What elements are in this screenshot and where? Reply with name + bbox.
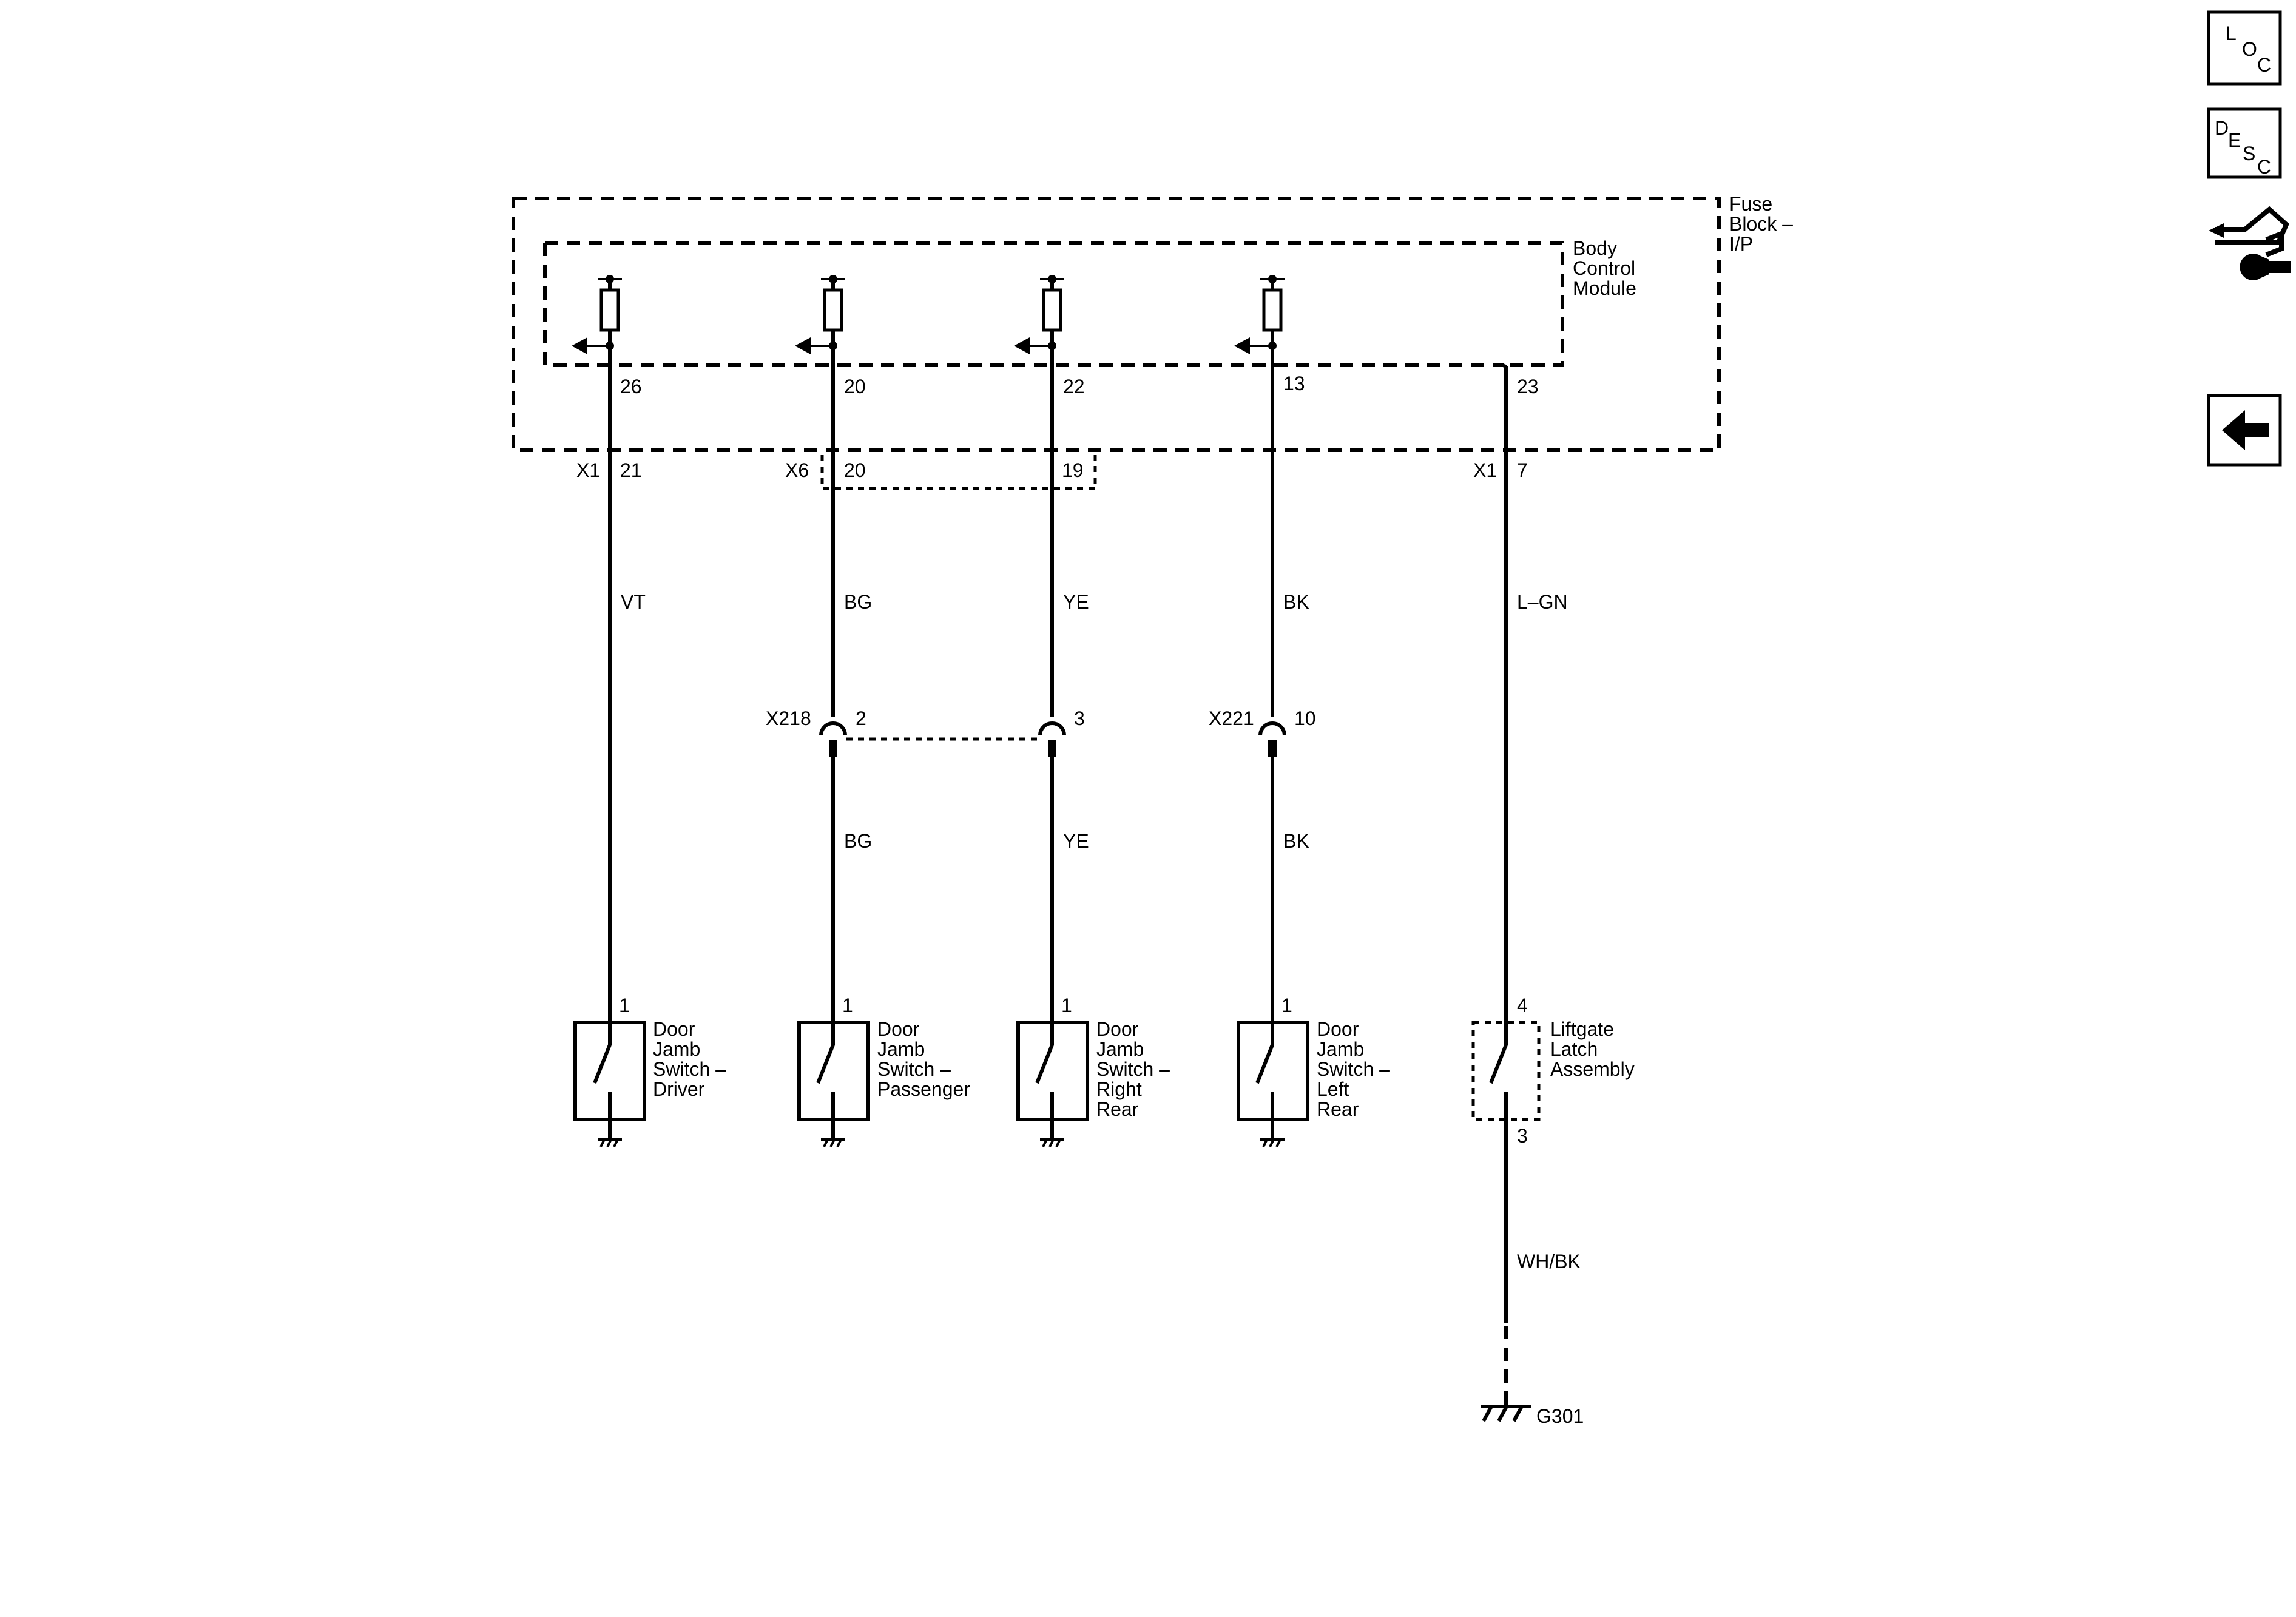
- desc-letter-e: E: [2228, 129, 2241, 151]
- loc-letter-l: L: [2226, 22, 2237, 44]
- liftgate-pin-top: 4: [1517, 994, 1528, 1016]
- conn-pin-passenger: 20: [844, 459, 866, 481]
- conn-name-liftgate: X1: [1473, 459, 1497, 481]
- loc-letter-o: O: [2242, 38, 2257, 60]
- liftgate-latch-switch: [1471, 1021, 1541, 1121]
- inline-name-passenger: X218: [766, 707, 811, 729]
- conn-name-passenger: X6: [785, 459, 809, 481]
- conn-pin-driver: 21: [620, 459, 642, 481]
- loc-letter-c: C: [2257, 54, 2271, 76]
- ground-name: G301: [1536, 1405, 1584, 1427]
- desc-letter-s: S: [2243, 143, 2255, 164]
- switch-pin-passenger: 1: [842, 994, 853, 1016]
- fuse-block-boundary: [512, 197, 1721, 452]
- inline-name-left-rear: X221: [1209, 707, 1254, 729]
- inline-pin-right-rear: 3: [1074, 707, 1085, 729]
- desc-letter-c: C: [2257, 156, 2271, 178]
- desc-button[interactable]: D E S C: [2207, 107, 2282, 179]
- bcm-pin-left-rear: 13: [1283, 373, 1305, 394]
- conn-name-driver: X1: [576, 459, 600, 481]
- ground-wire-color: WH/BK: [1517, 1251, 1581, 1272]
- back-arrow-icon: [2222, 410, 2269, 450]
- switch-pin-right-rear: 1: [1061, 994, 1072, 1016]
- inline-pin-left-rear: 10: [1294, 707, 1316, 729]
- wire-color-left-rear: BK: [1283, 591, 1309, 613]
- bcm-pin-driver: 26: [620, 376, 642, 397]
- switch-pin-driver: 1: [619, 994, 630, 1016]
- bcm-pin-passenger: 20: [844, 376, 866, 397]
- conn-pin-liftgate: 7: [1517, 459, 1528, 481]
- wire-color-driver: VT: [621, 591, 646, 613]
- wire-color-below-right-rear: YE: [1063, 830, 1089, 852]
- back-button[interactable]: [2207, 394, 2282, 467]
- loc-button[interactable]: L O C: [2207, 10, 2282, 86]
- bcm-pin-right-rear: 22: [1063, 376, 1085, 397]
- bcm-pin-liftgate: 23: [1517, 376, 1539, 397]
- inline-pin-passenger: 2: [856, 707, 866, 729]
- wire-color-passenger: BG: [844, 591, 872, 613]
- conn-pin-right-rear: 19: [1062, 459, 1084, 481]
- bcm-boundary: [543, 241, 1564, 367]
- switch-pin-left-rear: 1: [1281, 994, 1292, 1016]
- desc-letter-d: D: [2215, 117, 2229, 139]
- liftgate-pin-bottom: 3: [1517, 1125, 1528, 1147]
- x6-connector-group: [820, 455, 1097, 490]
- wire-color-below-passenger: BG: [844, 830, 872, 852]
- wire-color-right-rear: YE: [1063, 591, 1089, 613]
- connector-tool-icon[interactable]: [2209, 206, 2291, 280]
- wire-color-below-left-rear: BK: [1283, 830, 1309, 852]
- wire-color-liftgate: L–GN: [1517, 591, 1568, 613]
